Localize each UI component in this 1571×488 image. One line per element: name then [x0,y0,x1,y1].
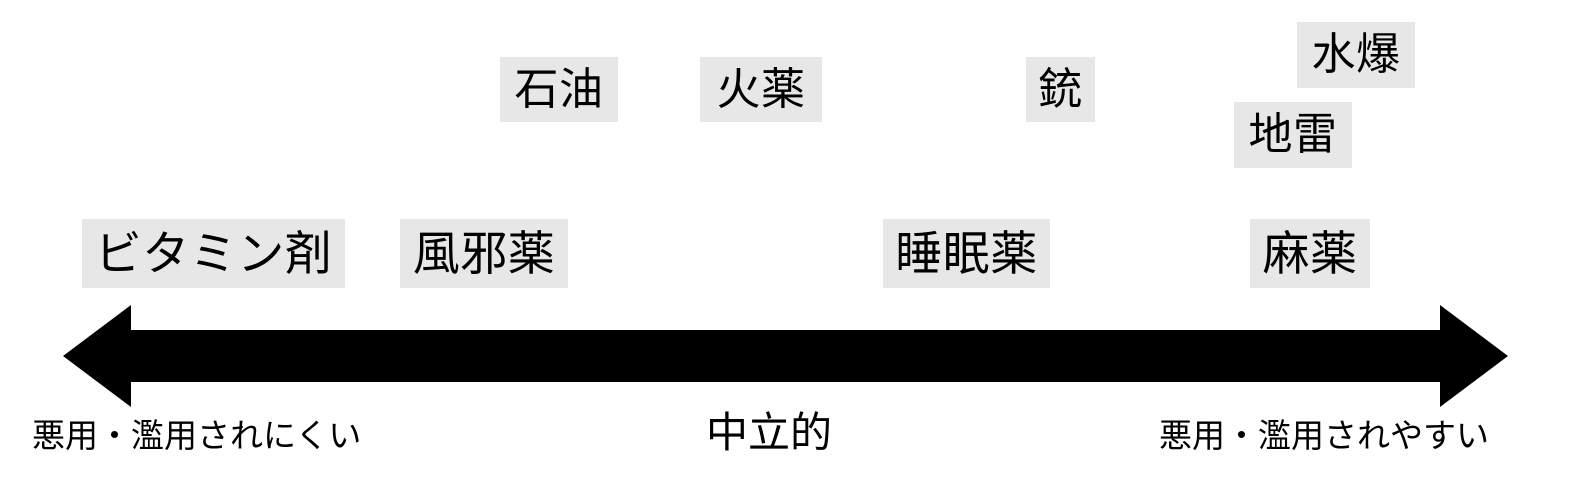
item-chip-label: 石油 [514,64,604,114]
item-chip-label: 火薬 [716,64,806,114]
item-chip-label: 睡眠薬 [895,227,1038,280]
item-chip-petroleum[interactable]: 石油 [500,57,618,122]
item-chip-label: 麻薬 [1262,227,1358,280]
axis-label-left: 悪用・濫用されにくい [32,417,362,454]
item-chip-vitamin[interactable]: ビタミン剤 [82,219,345,288]
item-chip-cold-medicine[interactable]: 風邪薬 [400,219,568,288]
item-chip-label: 水爆 [1311,30,1401,79]
double-headed-arrow-icon [63,305,1508,407]
spectrum-axis-arrow [0,296,1571,412]
item-chip-gunpowder[interactable]: 火薬 [700,57,822,122]
item-chip-label: 銃 [1038,64,1083,114]
item-chip-label: ビタミン剤 [94,227,333,280]
item-chip-hydrogen-bomb[interactable]: 水爆 [1297,22,1415,88]
item-chip-label: 風邪薬 [412,227,556,280]
item-chip-landmine[interactable]: 地雷 [1234,102,1352,168]
axis-label-right: 悪用・濫用されやすい [1159,417,1489,454]
axis-label-center: 中立的 [706,409,833,456]
item-chip-gun[interactable]: 銃 [1026,57,1095,122]
item-chip-sleeping-pills[interactable]: 睡眠薬 [883,219,1050,288]
item-chip-label: 地雷 [1248,110,1338,159]
item-chip-narcotics[interactable]: 麻薬 [1250,219,1370,288]
